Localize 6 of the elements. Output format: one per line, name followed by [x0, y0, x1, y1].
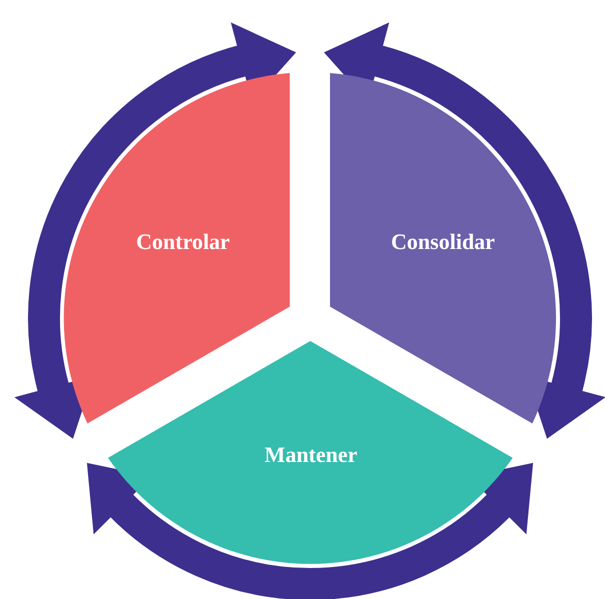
segment-label: Mantener — [264, 442, 358, 468]
cycle-segment — [330, 72, 556, 424]
cycle-segment — [108, 341, 512, 564]
cycle-segment — [64, 72, 290, 424]
segment-label: Consolidar — [391, 228, 495, 255]
segment-label: Controlar — [136, 228, 230, 255]
